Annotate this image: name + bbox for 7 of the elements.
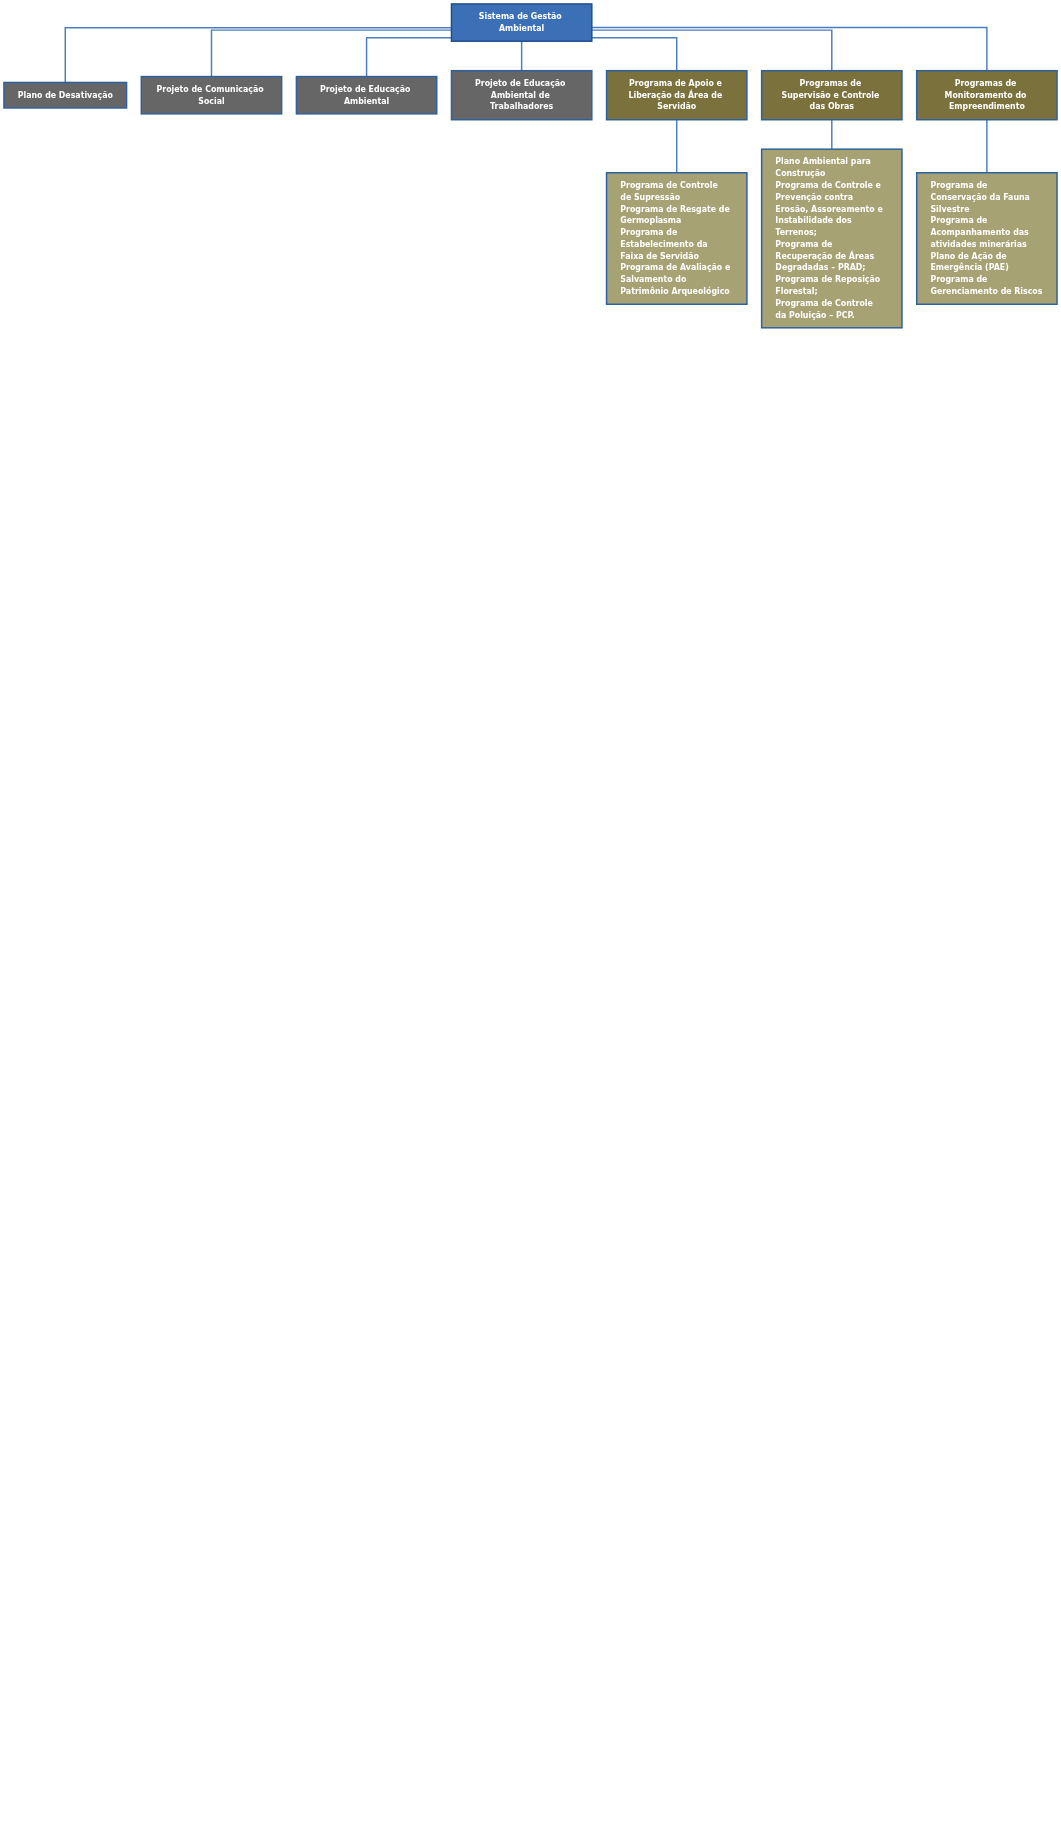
connector <box>591 36 678 72</box>
connector <box>831 119 833 150</box>
connector <box>591 29 833 72</box>
connector <box>591 26 988 72</box>
connector <box>986 119 988 174</box>
connector <box>676 119 678 174</box>
connector <box>520 40 523 72</box>
